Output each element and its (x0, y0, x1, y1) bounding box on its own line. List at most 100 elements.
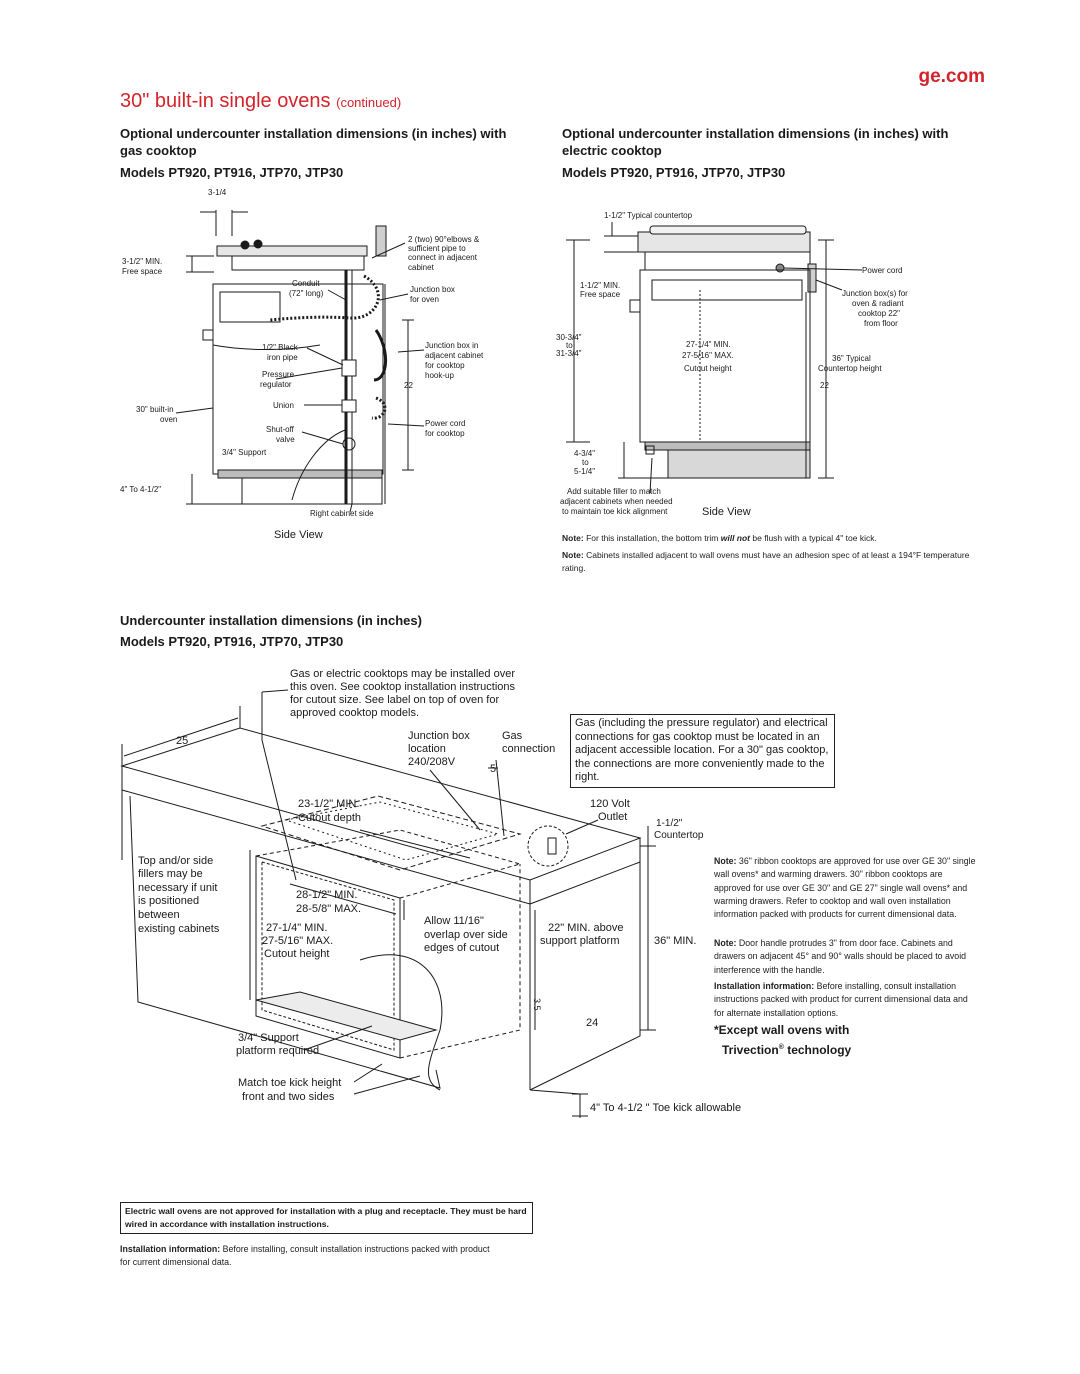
electric-side-view-diagram (566, 222, 863, 494)
bottom-heading: Undercounter installation dimensions (in… (120, 613, 422, 628)
gas-elbows-4: cabinet (408, 263, 435, 272)
elec-filler-1: Add suitable filler to match (567, 487, 661, 496)
uc-dim-3-5: 3.5 (532, 998, 542, 1011)
gas-elbows-3: connect in adjacent (408, 253, 478, 262)
uc-allow-3: edges of cutout (424, 942, 499, 954)
uc-fillers-2: fillers may be (138, 868, 203, 880)
elec-cut-1: 27-1/4" MIN. (686, 340, 731, 349)
uc-gas-2: connection (502, 743, 555, 755)
elec-cut-2: 27-5/16" MAX. (682, 351, 734, 360)
elec-dim-22: 22 (820, 381, 829, 390)
left-models: Models PT920, PT916, JTP70, JTP30 (120, 165, 344, 180)
gas-jbox-adj-3: for cooktop (425, 361, 465, 370)
gas-dim-22: 22 (404, 381, 413, 390)
gas-power-1: Power cord (425, 419, 465, 428)
elec-h-2: to (566, 341, 573, 350)
uc-countertop-2: Countertop (654, 830, 704, 841)
handle-note-label: Note: (714, 938, 737, 948)
gas-builtin-2: oven (160, 415, 177, 424)
elec-jbox-1: Junction box(s) for (842, 289, 908, 298)
uc-dim-24: 24 (586, 1017, 598, 1029)
footer-install-label: Installation information: (120, 1244, 221, 1254)
uc-volt-1: 120 Volt (590, 798, 630, 810)
elec-side-view: Side View (702, 506, 751, 518)
elec-h-1: 30-3/4" (556, 333, 582, 342)
except-registered: ® (778, 1044, 784, 1051)
except-line-1: *Except wall ovens with (714, 1023, 850, 1037)
ribbon-note-label: Note: (714, 856, 737, 866)
gas-elbows-2: sufficient pipe to (408, 244, 466, 253)
handle-note: Note: Door handle protrudes 3" from door… (714, 937, 976, 977)
electric-note-1-text-a: For this installation, the bottom trim (583, 533, 721, 543)
bottom-models: Models PT920, PT916, JTP70, JTP30 (120, 634, 344, 649)
uc-dim-5: 5 (490, 763, 496, 775)
side-install-label: Installation information: (714, 981, 815, 991)
gas-shutoff-1: Shut-off (266, 425, 295, 434)
footer-install-text: Before installing, consult installation … (120, 1244, 490, 1268)
uc-jbox-1: Junction box (408, 730, 470, 742)
ribbon-note: Note: 36" ribbon cooktops are approved f… (714, 855, 976, 921)
elec-power-cord: Power cord (862, 266, 902, 275)
gas-jbox-1: Junction box (410, 285, 455, 294)
uc-above-1: 22" MIN. above (548, 922, 623, 934)
gas-jbox-adj-4: hook-up (425, 371, 454, 380)
right-models: Models PT920, PT916, JTP70, JTP30 (562, 165, 786, 180)
gas-builtin-1: 30" built-in (136, 405, 174, 414)
uc-gas-elec-2: this oven. See cooktop installation inst… (290, 681, 516, 693)
elec-cut-3: Cutout height (684, 364, 732, 373)
elec-countertop: 1-1/2" Typical countertop (604, 211, 693, 220)
uc-countertop-1: 1-1/2" (656, 818, 683, 829)
electric-note-1-label: Note: (562, 533, 584, 543)
side-install-info: Installation information: Before install… (714, 980, 976, 1020)
gas-pressure-2: regulator (260, 380, 292, 389)
electric-note-2-text: Cabinets installed adjacent to wall oven… (562, 550, 970, 573)
uc-allow-1: Allow 11/16" (424, 915, 484, 927)
ribbon-note-text: 36" ribbon cooktops are approved for use… (714, 856, 976, 920)
electric-note-2-label: Note: (562, 550, 584, 560)
gas-jbox-2: for oven (410, 295, 439, 304)
gas-elbows-1: 2 (two) 90°elbows & (408, 235, 480, 244)
uc-fillers-6: existing cabinets (138, 923, 220, 935)
uc-height-3: Cutout height (264, 948, 329, 960)
gas-jbox-adj-2: adjacent cabinet (425, 351, 484, 360)
gas-min-1: 3-1/2" MIN. (122, 257, 162, 266)
undercounter-labels: Gas or electric cooktops may be installe… (138, 668, 741, 1114)
uc-depth-2: Cutout depth (298, 812, 361, 824)
elec-jbox-2: oven & radiant (852, 299, 904, 308)
side-install-text: Before installing, consult installation … (714, 981, 968, 1018)
electric-note-1-text-b: be flush with a typical 4" toe kick. (750, 533, 877, 543)
uc-gas-elec-1: Gas or electric cooktops may be installe… (290, 668, 515, 680)
elec-min-2: Free space (580, 290, 621, 299)
gas-conduit-2: (72" long) (289, 289, 324, 298)
gas-union: Union (273, 401, 294, 410)
uc-depth-1: 23-1/2" MIN. (298, 798, 359, 810)
gas-black-2: iron pipe (267, 353, 298, 362)
uc-height-1: 27-1/4" MIN. (266, 922, 327, 934)
elec-b-1: 4-3/4" (574, 449, 595, 458)
page-title-main: 30" built-in single ovens (120, 90, 331, 112)
uc-height-2: 27-5/16" MAX. (262, 935, 333, 947)
except-brand: Trivection (722, 1043, 779, 1057)
uc-gas-elec-3: for cutout size. See label on top of ove… (290, 694, 499, 706)
uc-above-2: support platform (540, 935, 619, 947)
uc-width-1: 28-1/2" MIN. (296, 889, 357, 901)
elec-typ-1: 36" Typical (832, 354, 871, 363)
uc-fillers-3: necessary if unit (138, 882, 217, 894)
uc-jbox-2: location (408, 743, 446, 755)
uc-support-1: 3/4" Support (238, 1032, 299, 1044)
gas-shutoff-2: valve (276, 435, 295, 444)
electric-side-view-labels: 1-1/2" Typical countertop 1-1/2" MIN. Fr… (556, 211, 908, 518)
except-line-2: Trivection® technology (714, 1039, 851, 1059)
elec-jbox-3: cooktop 22" (858, 309, 900, 318)
gas-jbox-adj-1: Junction box in (425, 341, 478, 350)
gas-side-view: Side View (274, 529, 323, 541)
uc-toekick: 4" To 4-1/2 " Toe kick allowable (590, 1102, 741, 1114)
gas-conduit-1: Conduit (292, 279, 320, 288)
gas-dim-top: 3-1/4 (208, 188, 227, 197)
uc-fillers-4: is positioned (138, 895, 199, 907)
undercounter-diagram (120, 689, 656, 1118)
page-title: 30" built-in single ovens (continued) (120, 90, 401, 113)
electric-note-2: Note: Cabinets installed adjacent to wal… (562, 549, 982, 575)
brand-link[interactable]: ge.com (918, 66, 985, 87)
